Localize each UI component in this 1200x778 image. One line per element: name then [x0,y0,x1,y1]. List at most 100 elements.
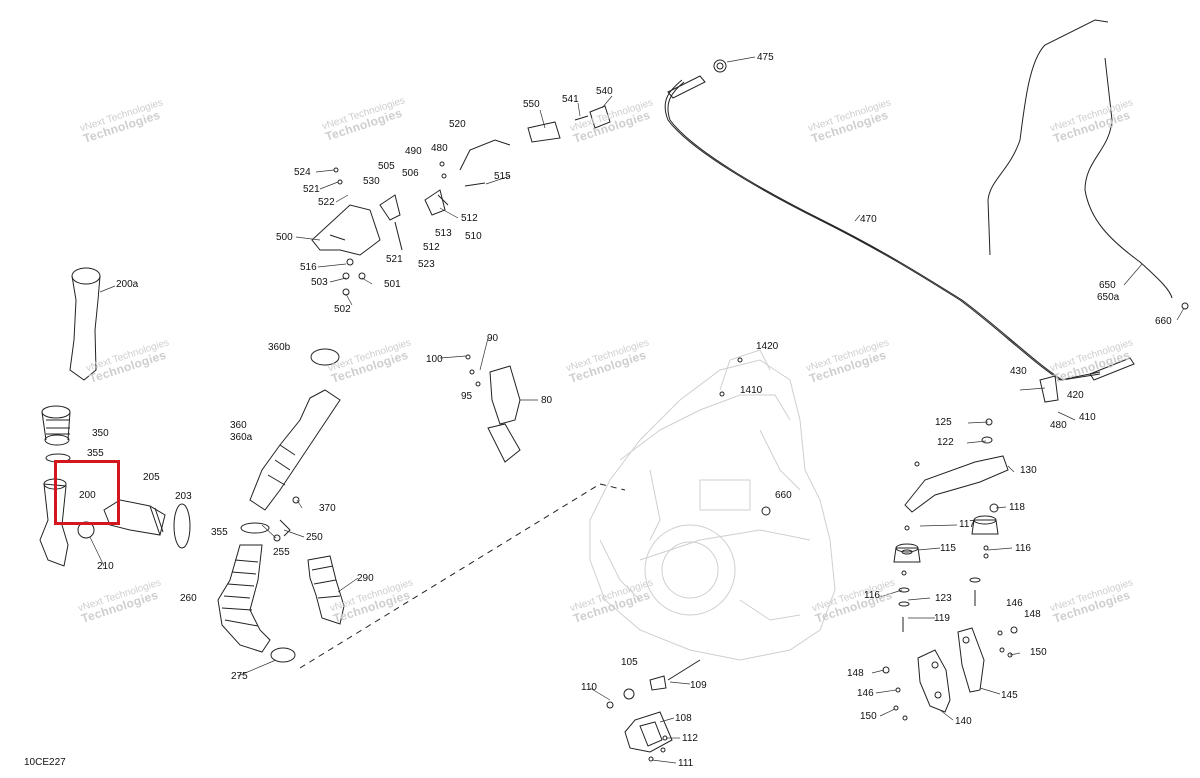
callout-label: 350 [92,428,109,439]
boot-205 [103,499,166,536]
callout-label: 203 [175,491,192,502]
clamp-275 [270,647,296,663]
callout-label: 430 [1010,366,1027,377]
callout-label: 355 [87,448,104,459]
callout-label: 530 [363,176,380,187]
bracket-145 [957,627,985,693]
callout-label: 111 [678,758,694,769]
callout-label: 515 [494,171,511,182]
intake-tube-200a [69,267,101,381]
callout-label: 105 [621,657,638,668]
callout-label: 360a [230,432,253,443]
callout-label: 140 [955,716,972,727]
callout-label: 420 [1067,390,1084,401]
callout-label: 95 [461,391,473,402]
engine-mount-130 [904,418,1009,513]
callout-label: 1410 [740,385,763,396]
callout-label: 512 [461,213,478,224]
bracket-108 [606,659,701,762]
callout-label: 540 [596,86,613,97]
highlight-box [54,460,120,525]
callout-label: 650a [1097,292,1120,303]
callout-label: 80 [541,395,553,406]
callout-label: 500 [276,232,293,243]
diagram-code: 10CE227 [24,757,66,768]
callout-label: 490 [405,146,422,157]
callout-label: 255 [273,547,290,558]
callout-label: 480 [431,143,448,154]
callout-label: 108 [675,713,692,724]
callout-label: 480 [1050,420,1067,431]
clamp-203 [173,503,191,549]
mount-115 [893,543,921,563]
callout-label: 505 [378,161,395,172]
callout-label: 1420 [756,341,779,352]
callout-label: 200 [79,490,96,501]
callout-label: 650 [1099,280,1116,291]
callout-label: 524 [294,167,311,178]
callout-label: 501 [384,279,401,290]
callout-label: 410 [1079,412,1096,423]
callout-label: 290 [357,573,374,584]
cable-470 [664,79,1101,381]
callout-label: 148 [1024,609,1041,620]
callout-label: 512 [423,242,440,253]
callout-label: 550 [523,99,540,110]
engine-block-drawing [589,349,836,661]
callout-label: 115 [940,543,956,554]
callout-label: 150 [860,711,877,722]
callout-label: 360 [230,420,247,431]
callout-label: 510 [465,231,482,242]
callout-label: 660 [775,490,792,501]
callout-label: 260 [180,593,197,604]
callout-label: 117 [959,519,975,530]
callout-label: 100 [426,354,443,365]
callout-label: 502 [334,304,351,315]
callout-label: 513 [435,228,452,239]
callout-label: 541 [562,94,579,105]
callout-label: 506 [402,168,419,179]
callout-label: 150 [1030,647,1047,658]
mount-118 [971,515,999,535]
callout-label: 475 [757,52,774,63]
callout-label: 109 [690,680,707,691]
callout-label: 355 [211,527,228,538]
callout-label: 660 [1155,316,1172,327]
callout-label: 122 [937,437,954,448]
callout-label: 146 [1006,598,1023,609]
callout-label: 521 [386,254,403,265]
callout-label: 503 [311,277,328,288]
callout-label: 516 [300,262,317,273]
callout-label: 522 [318,197,335,208]
callout-label: 370 [319,503,336,514]
callout-label: 146 [857,688,874,699]
cable-650 [987,19,1109,256]
callout-label: 116 [864,590,880,601]
callout-label: 521 [303,184,320,195]
callout-label: 130 [1020,465,1037,476]
callout-label: 123 [935,593,952,604]
callout-label: 125 [935,417,952,428]
callout-label: 116 [1015,543,1031,554]
callout-label: 148 [847,668,864,679]
hose-260 [217,544,271,653]
callout-label: 145 [1001,690,1018,701]
callout-label: 119 [934,613,950,624]
callout-label: 118 [1009,502,1025,513]
callout-label: 112 [682,733,698,744]
callout-label: 275 [231,671,248,682]
callout-label: 110 [581,682,597,693]
callout-label: 360b [268,342,291,353]
callout-label: 250 [306,532,323,543]
coupler-350 [41,405,71,446]
callout-label: 523 [418,259,435,270]
callout-label: 205 [143,472,160,483]
callout-label: 470 [860,214,877,225]
callout-label: 210 [97,561,114,572]
bracket-140 [917,649,951,713]
hose-360 [249,348,341,511]
callout-label: 90 [487,333,499,344]
callout-label: 520 [449,119,466,130]
accelerator-pedal [465,354,521,463]
